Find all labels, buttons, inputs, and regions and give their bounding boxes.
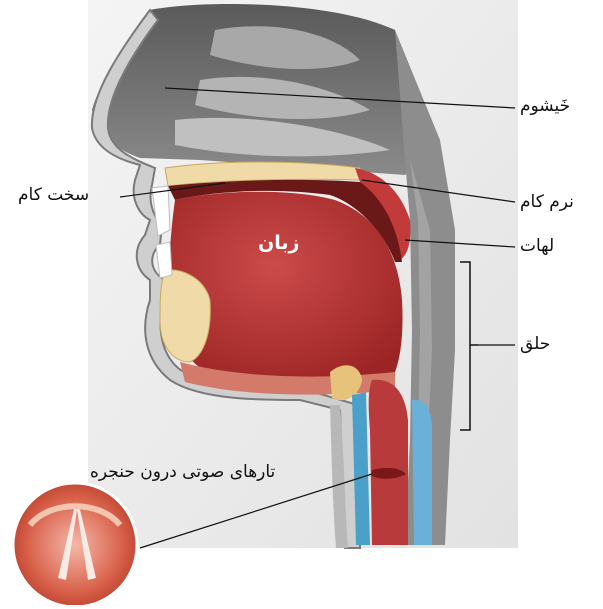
trachea xyxy=(369,380,408,545)
label-pharynx: حلق xyxy=(520,334,550,354)
esophagus xyxy=(412,400,432,545)
label-vocal-cords: تارهای صوتی درون حنجره xyxy=(90,462,275,482)
label-nasal-cavity: خَیشوم xyxy=(520,96,570,116)
larynx-inset xyxy=(13,483,137,605)
label-hard-palate: سخت کام xyxy=(18,185,89,205)
label-soft-palate: نرم کام xyxy=(520,192,574,212)
label-uvula: لهات xyxy=(520,236,554,256)
label-tongue: زبان xyxy=(258,232,299,254)
